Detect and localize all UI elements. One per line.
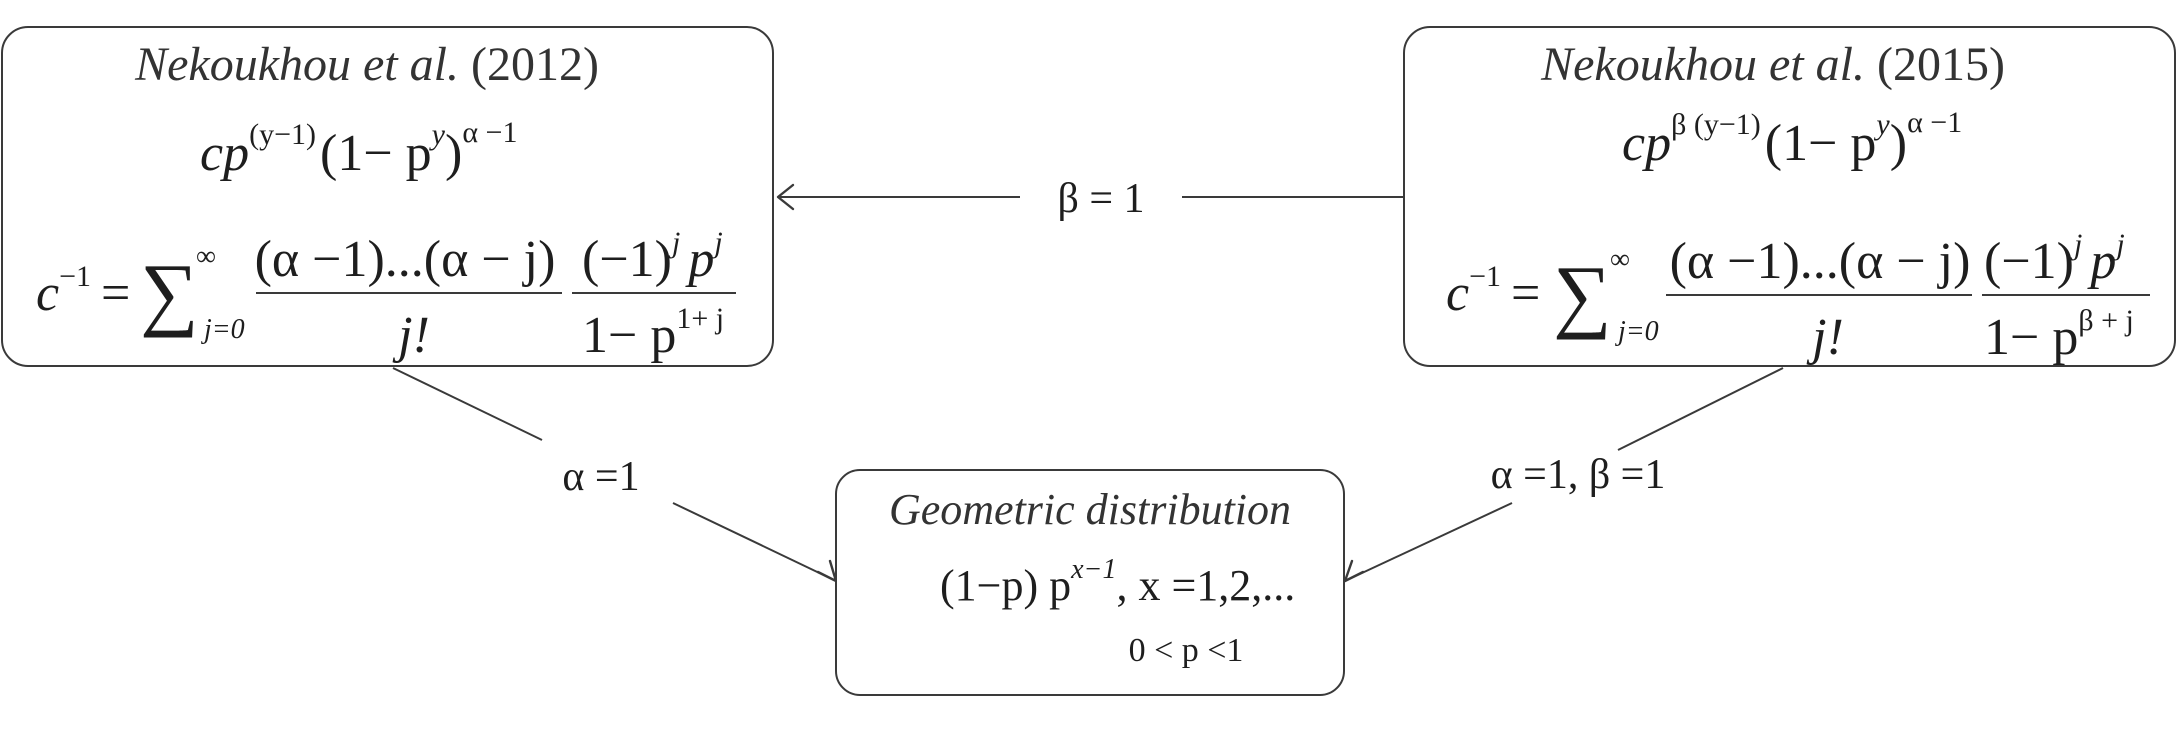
edge-right-to-left-arrowhead [776,183,795,211]
node-left-sum-sup: ∞ [196,241,216,272]
edge-left-to-bottom-line-b [672,502,835,581]
node-left-frac2-den: 1− p1+ j [582,302,724,364]
edge-left-to-bottom: α =1 [392,367,838,583]
node-right-frac1-den: j! [1806,309,1844,366]
edge-label-alpha-one: α =1 [562,454,639,500]
node-bottom-box [835,469,1345,696]
node-left-frac1-num: (α −1)...(α − j) [255,231,556,288]
node-right-sum-sup: ∞ [1610,244,1630,275]
node-nekoukhou-2015: Nekoukhou et al.(2015) cpβ (y−1)(1− py)α… [1403,26,2176,367]
edge-right-to-left: β = 1 [776,176,1403,222]
edge-label-alpha-beta-one: α =1, β =1 [1491,452,1666,498]
edge-left-to-bottom-line-a [392,367,543,441]
edge-label-beta-one: β = 1 [1057,176,1144,222]
edge-right-to-bottom: α =1, β =1 [1343,367,1784,583]
node-bottom-pmf: (1−p) px−1, x =1,2,... [940,554,1295,610]
node-left-pmf: cp(y−1)(1− py)α −1 [200,116,517,182]
node-left-box [1,26,774,367]
edge-right-to-bottom-arrowhead [1343,559,1365,583]
node-right-norm-lhs: c−1= [1446,260,1540,322]
node-right-pmf: cpβ (y−1)(1− py)α −1 [1622,106,1962,172]
node-left-title: Nekoukhou et al.(2012) [134,38,599,91]
node-right-frac1-num: (α −1)...(α − j) [1670,233,1971,290]
node-nekoukhou-2012: Nekoukhou et al.(2012) cp(y−1)(1− py)α −… [1,26,774,367]
edge-left-to-bottom-arrowhead [816,559,838,583]
node-bottom-title: Geometric distribution [889,485,1291,534]
node-bottom-constraint: 0 < p <1 [1129,632,1244,669]
node-left-sum-sub: j=0 [201,314,245,345]
node-right-title: Nekoukhou et al.(2015) [1540,38,2005,91]
node-left-norm-lhs: c−1= [36,260,130,322]
node-right-sum-symbol: ∑ [1553,249,1611,340]
node-left-frac1-den: j! [392,307,430,364]
node-right-sum-sub: j=0 [1615,316,1659,347]
edge-right-to-bottom-line-a [1617,367,1784,451]
edge-right-to-bottom-line-b [1346,502,1513,581]
node-geometric-distribution: Geometric distribution (1−p) px−1, x =1,… [835,469,1345,696]
node-left-sum-symbol: ∑ [140,247,198,338]
node-right-box [1403,26,2176,367]
node-right-frac2-den: 1− pβ + j [1984,304,2134,366]
